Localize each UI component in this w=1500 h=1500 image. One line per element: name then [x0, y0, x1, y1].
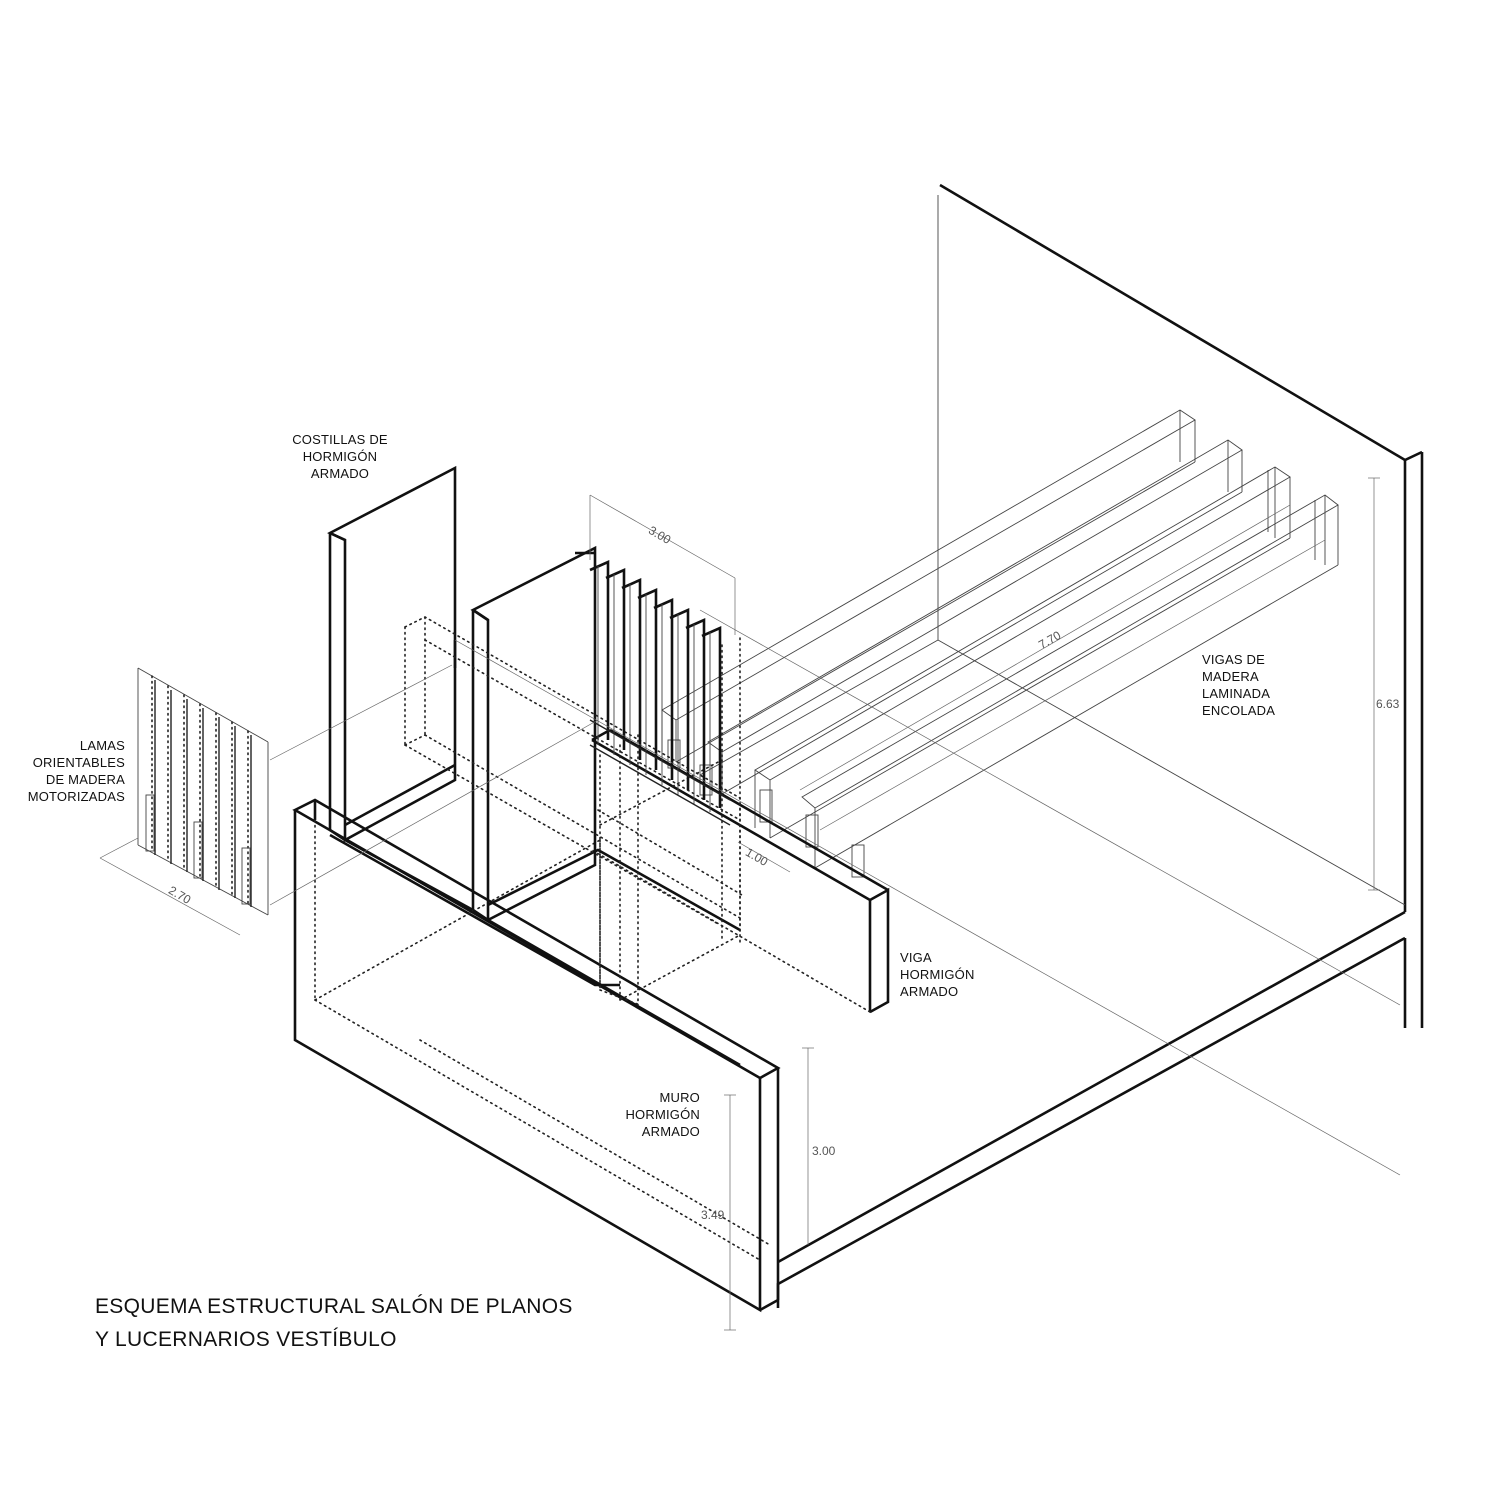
concrete-rib-1: [327, 465, 457, 843]
louver-blade-3: [183, 694, 188, 872]
timber-beam-2: [707, 439, 1243, 753]
dim-room-height: 6.63: [1376, 697, 1400, 711]
dim-line-louver-width: [99, 857, 241, 936]
dim-line-beam-gap: [737, 841, 791, 873]
concrete-rib-2: [470, 545, 597, 923]
room-wall-top-edge: [939, 183, 1423, 462]
drawing-title: ESQUEMA ESTRUCTURAL SALÓN DE PLANOS Y LU…: [95, 1290, 573, 1356]
skylight-blade-6: [669, 607, 690, 795]
skylight-blade-5: [653, 597, 674, 785]
skylight-blade-1: [589, 559, 610, 745]
room-floor-edge-top: [777, 910, 1406, 1264]
skylight-blade-7: [685, 617, 706, 805]
timber-beams: [661, 409, 1339, 878]
timber-beam-3: [754, 466, 1291, 781]
room-floor-edge-bottom: [776, 936, 1406, 1308]
dim-wall-height: 3.00: [812, 1144, 836, 1158]
drawing-title-line-2: Y LUCERNARIOS VESTÍBULO: [95, 1328, 397, 1351]
skylight-blade-4: [637, 587, 658, 775]
louver-blade-6: [231, 721, 236, 898]
front-wall-top: [292, 798, 781, 1080]
label-viga-hormigon: VIGA HORMIGÓN ARMADO: [900, 950, 975, 999]
label-vigas-madera: VIGAS DE MADERA LAMINADA ENCOLADA: [1202, 652, 1276, 718]
louver-blade-5: [215, 712, 220, 890]
front-wall: [292, 798, 814, 1331]
skylight-blade-2: [605, 567, 626, 755]
front-wall-face: [293, 810, 762, 1313]
dim-line-rib-spacing: [589, 494, 736, 579]
label-costillas: COSTILLAS DE HORMIGÓN ARMADO: [292, 432, 388, 481]
louver-panel: [99, 667, 269, 936]
skylight-blade-8: [701, 625, 722, 812]
label-lamas: LAMAS ORIENTABLES DE MADERA MOTORIZADAS: [27, 738, 125, 804]
louver-blade-7: [247, 730, 252, 907]
label-muro: MURO HORMIGÓN ARMADO: [625, 1090, 700, 1139]
drawing-title-line-1: ESQUEMA ESTRUCTURAL SALÓN DE PLANOS: [95, 1295, 573, 1318]
skylight-blade-3: [621, 577, 642, 765]
skylight-louvers: [575, 494, 791, 873]
louver-blade-1: [151, 675, 156, 855]
concrete-beam-end: [869, 887, 890, 1014]
louver-blade-4: [199, 703, 204, 881]
louver-blade-2: [167, 685, 172, 864]
room-floor-back-edge: [937, 639, 1406, 906]
dim-wall-total: 3.49: [701, 1208, 725, 1222]
timber-beam-1: [661, 409, 1196, 721]
